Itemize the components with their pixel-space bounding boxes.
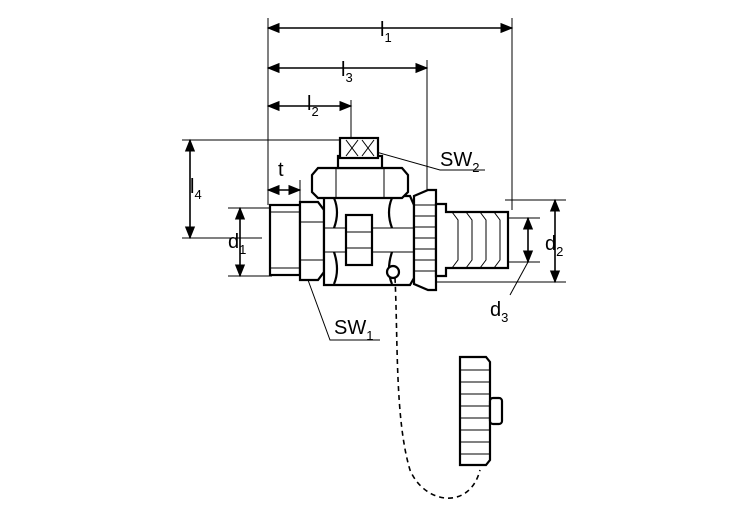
hex-sw1 [298,200,326,282]
label-d1: d1 [228,231,246,257]
union-ribs [414,204,436,272]
square-sw2 [338,136,380,160]
cap-tab [488,396,504,426]
dust-cap-assembly [394,277,504,499]
bonnet-nut [310,166,410,200]
dimension-labels: l1 l3 l2 l4 t SW2 SW1 d1 d2 d3 [190,19,563,343]
label-l4: l4 [190,176,202,202]
union-nut [412,188,438,292]
label-sw1: SW1 [334,317,373,343]
dust-cap [458,355,492,467]
cap-ribs [460,369,490,455]
ball-spindle [344,213,374,267]
label-l2: l2 [307,93,319,119]
valve-body [268,136,510,292]
retaining-chain [394,277,481,499]
label-t: t [278,159,284,181]
label-d3: d3 [490,299,508,325]
left-thread-connector [268,203,302,277]
sw2-leader [361,147,485,171]
label-l1: l1 [380,19,392,45]
dimension-lines [182,18,566,341]
sw1-leader [307,279,380,341]
chain-ring [385,264,401,280]
label-d2: d2 [545,233,563,259]
label-l3: l3 [341,59,353,85]
hose-barbs [451,211,501,269]
label-sw2: SW2 [440,149,479,175]
